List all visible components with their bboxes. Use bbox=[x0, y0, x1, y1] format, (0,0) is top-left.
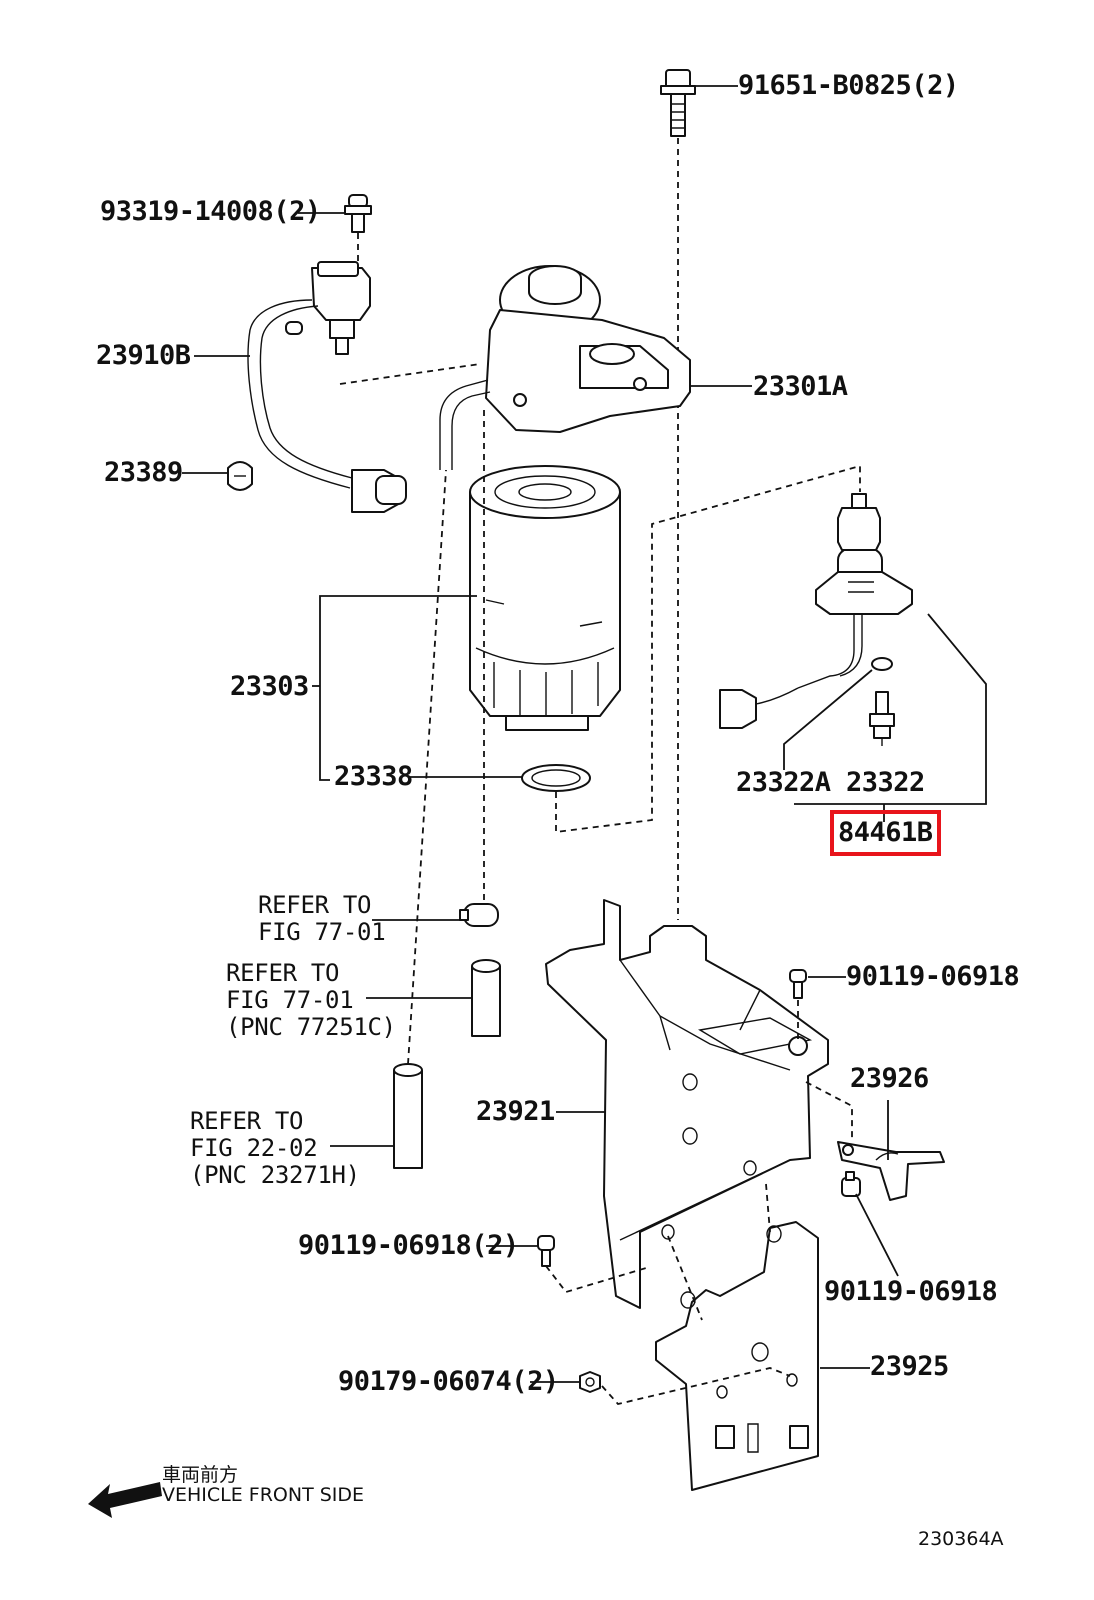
bolt-left-icon bbox=[537, 1235, 555, 1267]
wire-harness-icon bbox=[247, 261, 407, 513]
direction-jp: 車両前方 bbox=[162, 1464, 239, 1486]
bolt-lower-right-icon bbox=[841, 1171, 861, 1197]
label-nut: 90179-06074(2) bbox=[338, 1366, 559, 1397]
label-bracket: 23921 bbox=[476, 1096, 555, 1127]
connector-icon bbox=[459, 903, 499, 927]
sensor-assy-icon bbox=[719, 493, 913, 746]
label-bolt-right: 90119-06918 bbox=[846, 961, 1020, 992]
bolt-right-icon bbox=[789, 969, 807, 999]
label-bolt-lower-right: 90119-06918 bbox=[824, 1276, 998, 1307]
label-filter-head: 23301A bbox=[753, 371, 848, 402]
label-plate: 23925 bbox=[870, 1351, 949, 1382]
nut-icon bbox=[579, 1371, 601, 1393]
label-clamp-right: 23926 bbox=[850, 1063, 929, 1094]
label-filter-element: 23303 bbox=[230, 671, 309, 702]
plate-icon bbox=[655, 1221, 819, 1491]
label-gasket: 23322A bbox=[736, 767, 831, 798]
label-clamp: 23389 bbox=[104, 457, 183, 488]
label-sensor-assy[interactable]: 84461B bbox=[830, 810, 941, 856]
label-refer-3: REFER TO FIG 22-02 (PNC 23271H) bbox=[190, 1107, 360, 1189]
hose-icon bbox=[471, 959, 501, 1037]
clamp-icon bbox=[227, 461, 253, 491]
bolt-top-icon bbox=[660, 69, 696, 137]
label-wire-harness: 23910B bbox=[96, 340, 191, 371]
hose-lower-icon bbox=[393, 1063, 423, 1169]
figure-id: 230364A bbox=[918, 1528, 1004, 1550]
bracket-icon bbox=[545, 899, 829, 1309]
label-o-ring: 23338 bbox=[334, 761, 413, 792]
label-bolt-top: 91651-B0825(2) bbox=[738, 70, 959, 101]
label-refer-2: REFER TO FIG 77-01 (PNC 77251C) bbox=[226, 959, 396, 1041]
filter-head-icon bbox=[439, 265, 691, 470]
front-arrow-icon bbox=[88, 1482, 162, 1518]
o-ring-icon bbox=[521, 764, 591, 792]
screw-sensor-icon bbox=[344, 194, 372, 233]
direction-en: VEHICLE FRONT SIDE bbox=[162, 1484, 365, 1506]
clamp-right-icon bbox=[837, 1141, 945, 1201]
label-screw-sensor: 93319-14008(2) bbox=[100, 196, 321, 227]
label-sensor-switch: 23322 bbox=[846, 767, 925, 798]
label-bolt-left: 90119-06918(2) bbox=[298, 1230, 519, 1261]
label-refer-1: REFER TO FIG 77-01 bbox=[258, 891, 386, 946]
filter-element-icon bbox=[469, 465, 621, 731]
